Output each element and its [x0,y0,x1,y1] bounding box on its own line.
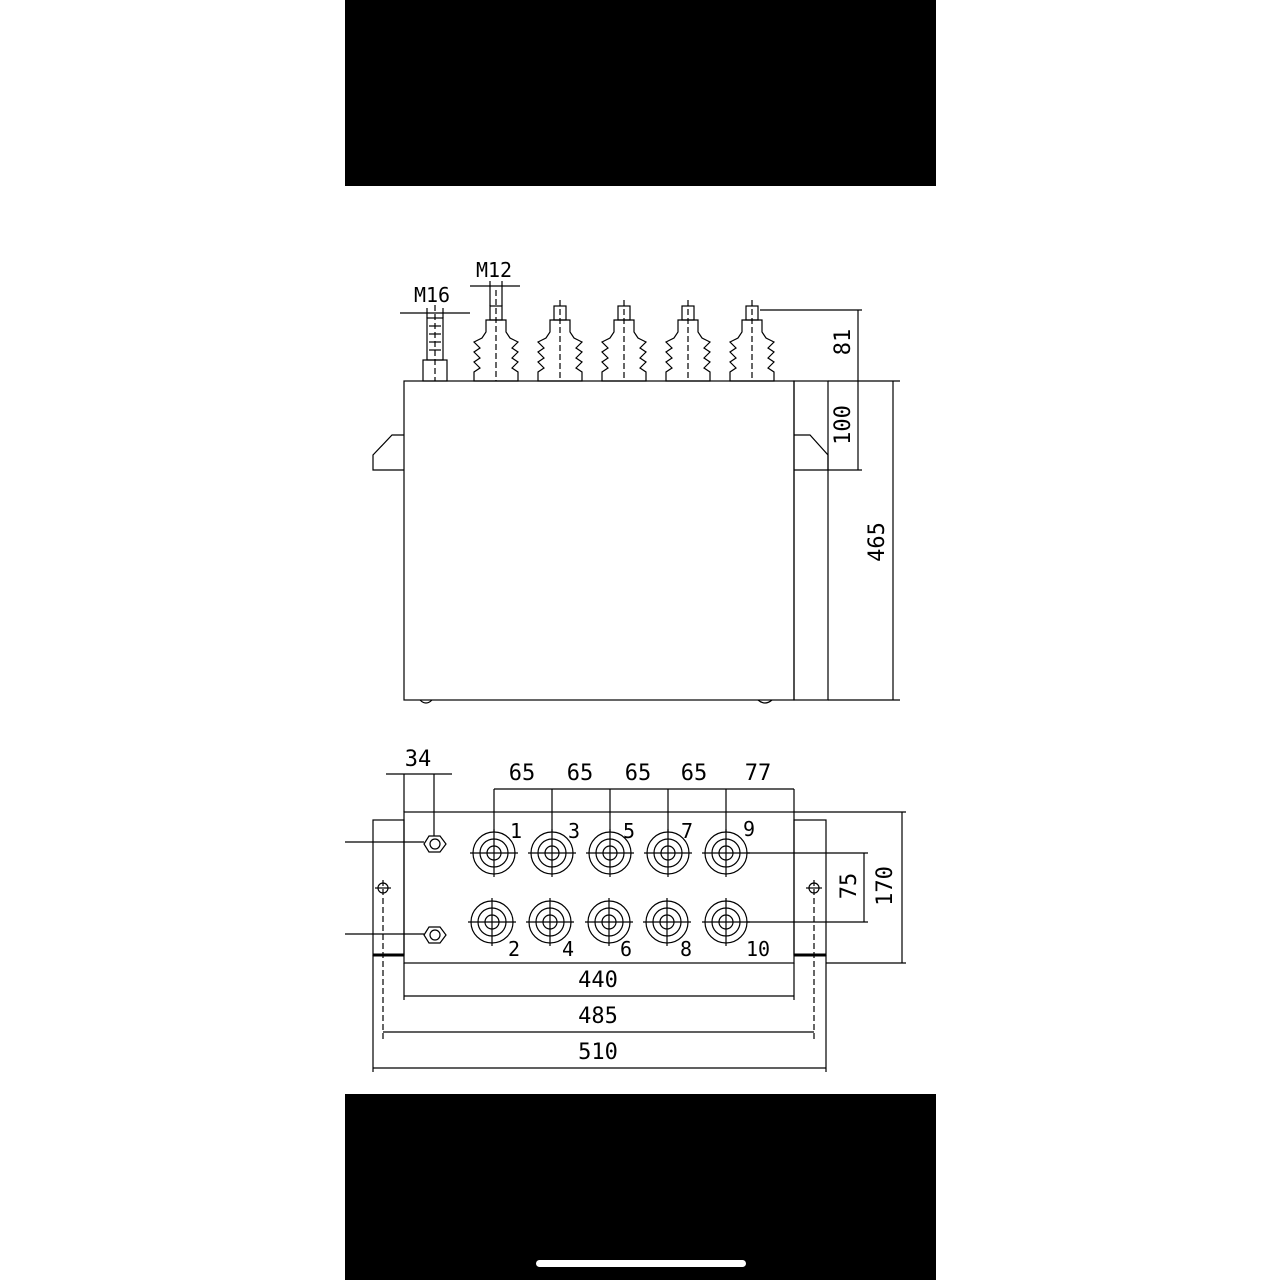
label-pitch: 65 [567,761,594,786]
label-pitch: 65 [625,761,652,786]
label-465: 465 [865,522,890,562]
terminal-number: 2 [508,937,520,961]
top-black-block [345,0,936,186]
foot-left [419,699,433,704]
terminal-number: 6 [620,937,632,961]
terminal-number: 4 [562,937,574,961]
terminal-bottom [702,898,750,946]
white-page-right [936,0,1280,1280]
label-100: 100 [831,405,856,445]
label-pitch: 65 [509,761,536,786]
bushing [664,300,712,382]
terminal-number: 1 [510,819,522,843]
terminal-number: 7 [681,819,693,843]
label-485: 485 [578,1004,618,1029]
label-75: 75 [837,873,862,900]
label-510: 510 [578,1040,618,1065]
terminal-number: 10 [746,937,770,961]
label-pitch: 77 [745,761,772,786]
terminal-bottom [585,898,633,946]
white-page-left [0,0,345,1280]
case-body [403,380,795,701]
label-m16: M16 [414,283,450,307]
label-81: 81 [831,329,856,356]
terminal-bottom [643,898,691,946]
label-440: 440 [578,968,618,993]
ground-nut-top [345,835,447,853]
ground-stud [422,305,448,382]
ground-nut-bottom [345,926,447,944]
bushing [600,300,648,382]
label-m12: M12 [476,258,512,282]
terminal-number: 9 [743,817,755,841]
case-side-panel [793,380,829,701]
bushing [728,300,776,382]
terminal-bottom [468,898,516,946]
label-170: 170 [873,866,898,906]
right-bracket [794,434,829,471]
label-34: 34 [405,747,432,772]
home-indicator[interactable] [536,1260,746,1267]
mounting-hole-left [375,880,391,1040]
terminal-number: 3 [568,819,580,843]
foot-right [757,699,773,704]
top-view: 34 [345,747,906,1072]
left-bracket [372,434,404,471]
bushing [472,290,520,382]
bottom-black-block [345,1094,936,1280]
mounting-hole-right [806,880,822,1040]
terminal-bottom [526,898,574,946]
terminal-number: 8 [680,937,692,961]
terminal-number: 5 [623,819,635,843]
label-pitch: 65 [681,761,708,786]
side-view: M16 M12 81 100 465 [372,258,900,704]
bushing [536,300,584,382]
terminal-top [470,829,518,877]
